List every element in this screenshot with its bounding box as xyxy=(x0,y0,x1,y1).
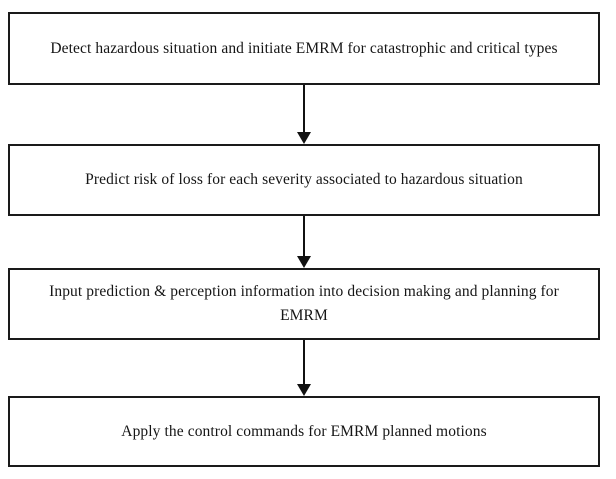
flow-arrow-detect-to-predict xyxy=(297,85,311,144)
flow-node-apply-label: Apply the control commands for EMRM plan… xyxy=(121,422,487,440)
arrow-stem xyxy=(303,85,305,132)
flow-arrow-input-to-apply xyxy=(297,340,311,396)
flow-arrow-predict-to-input xyxy=(297,216,311,268)
flow-node-detect[interactable]: Detect hazardous situation and initiate … xyxy=(8,12,600,85)
arrow-stem xyxy=(303,216,305,256)
arrow-head-down-icon xyxy=(297,384,311,396)
arrow-stem xyxy=(303,340,305,384)
flow-node-predict[interactable]: Predict risk of loss for each severity a… xyxy=(8,144,600,216)
flow-node-apply[interactable]: Apply the control commands for EMRM plan… xyxy=(8,396,600,467)
flow-node-detect-label: Detect hazardous situation and initiate … xyxy=(50,39,558,57)
arrow-head-down-icon xyxy=(297,132,311,144)
flow-node-predict-label: Predict risk of loss for each severity a… xyxy=(85,171,523,189)
flow-node-input-label: Input prediction & perception informatio… xyxy=(49,283,559,324)
arrow-head-down-icon xyxy=(297,256,311,268)
flow-node-input[interactable]: Input prediction & perception informatio… xyxy=(8,268,600,340)
